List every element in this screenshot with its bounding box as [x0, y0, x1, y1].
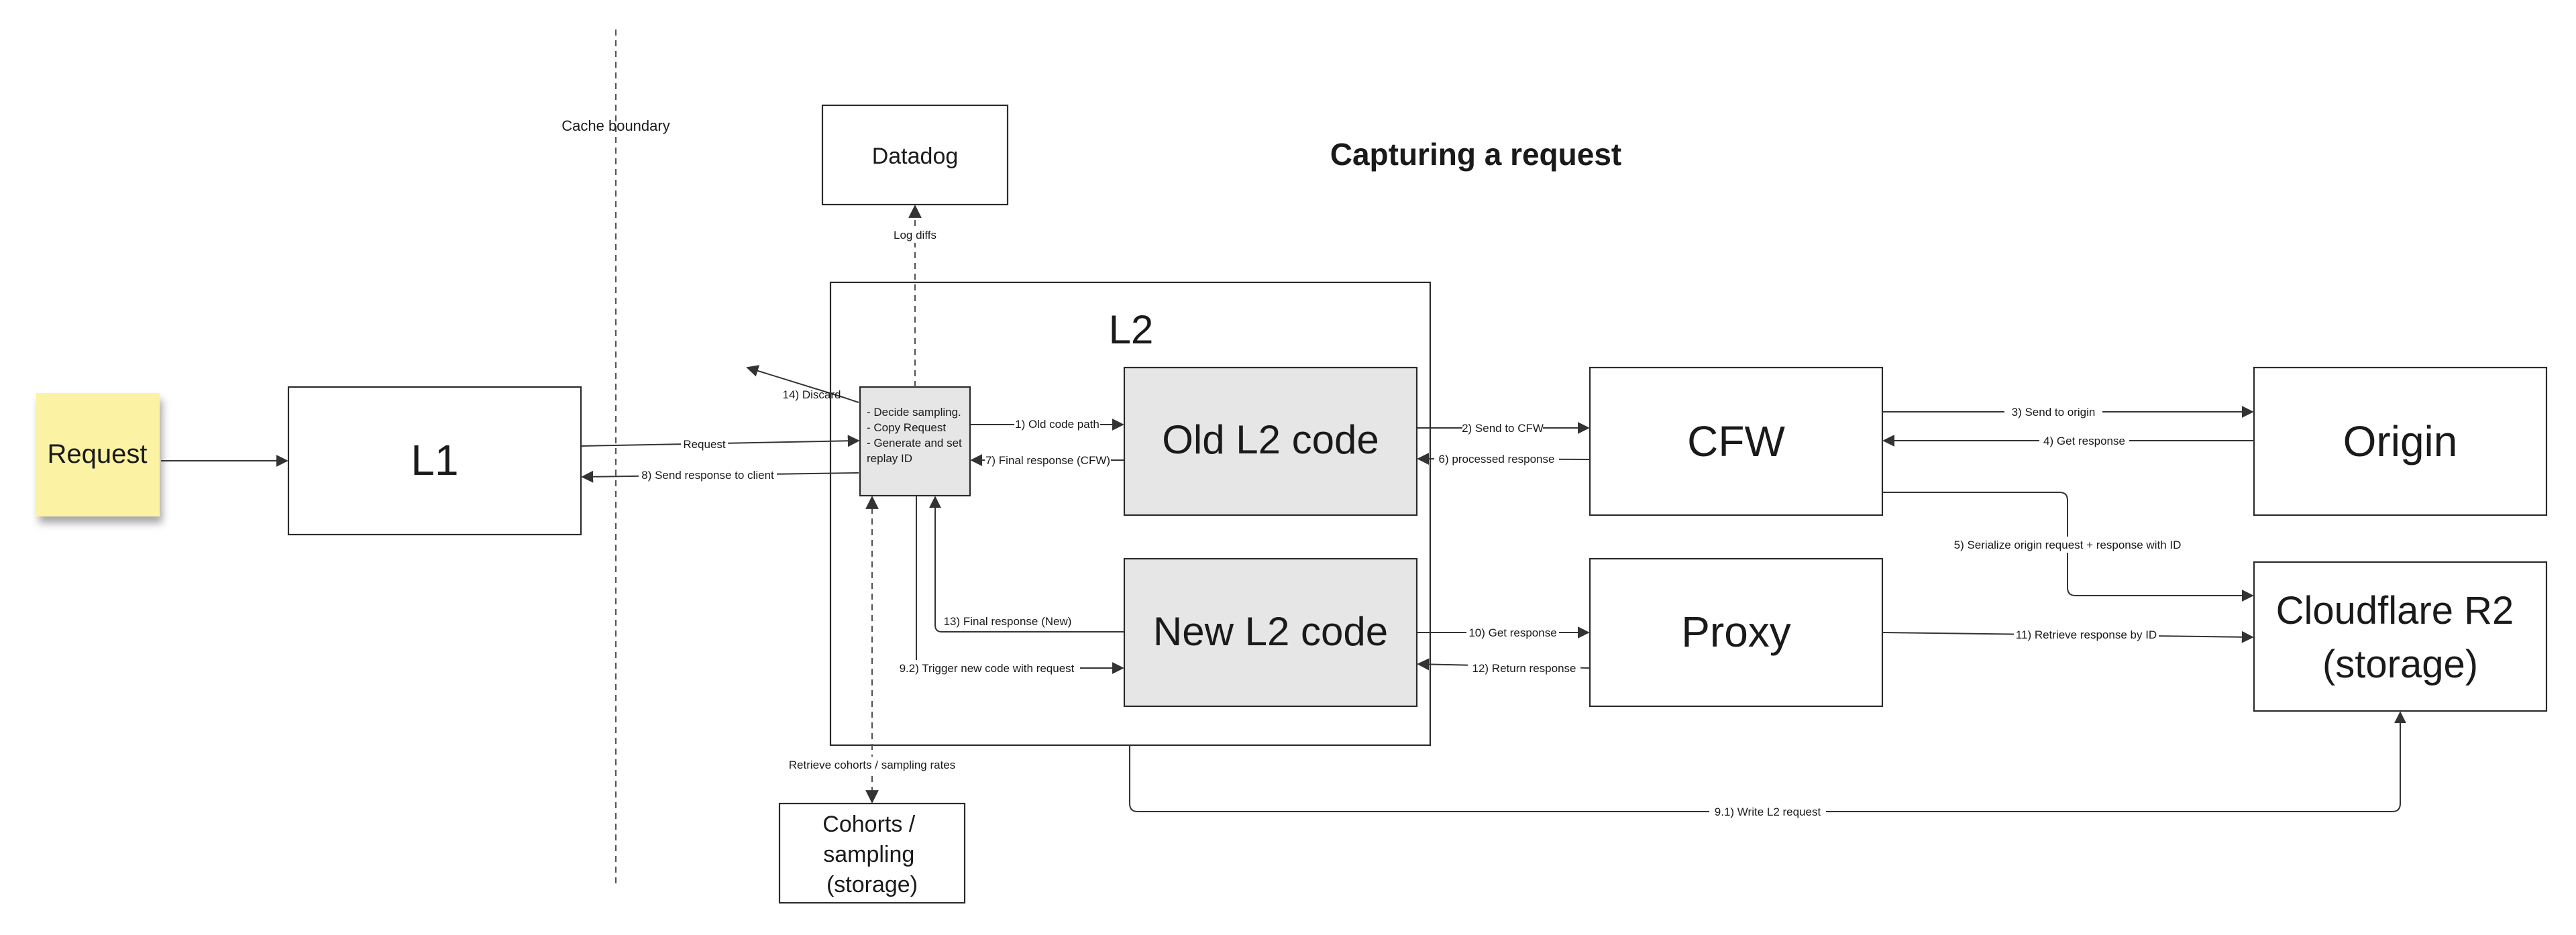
r2-line-1: Cloudflare R2 [2276, 589, 2514, 632]
edge-old-code-path-label: 1) Old code path [1015, 418, 1099, 431]
r2-line-2: (storage) [2322, 643, 2478, 686]
edge-final-cfw-label: 7) Final response (CFW) [985, 454, 1110, 467]
decide-line-3: - Generate and set [867, 437, 962, 449]
new-l2-code-box [1123, 557, 1418, 708]
edge-send-to-cfw-label: 2) Send to CFW [1462, 422, 1544, 435]
edge-request-label: Request [683, 438, 726, 451]
diagram-title: Capturing a request [1330, 137, 1622, 172]
decide-sampling-box [859, 386, 971, 497]
edge-processed-response-label: 6) processed response [1439, 453, 1555, 465]
datadog-box [821, 104, 1009, 206]
old-l2-code-box [1123, 366, 1418, 516]
cache-boundary-label: Cache boundary [561, 117, 669, 134]
edge-discard-label: 14) Discard [783, 388, 841, 401]
cloudflare-r2-label: Cloudflare R2 (storage) [2276, 589, 2525, 686]
edge-log-diffs-label: Log diffs [894, 229, 936, 241]
origin-box [2253, 366, 2548, 516]
edge-get-response-proxy-label: 10) Get response [1468, 626, 1556, 639]
decide-sampling-text: - Decide sampling. - Copy Request - Gene… [867, 406, 965, 465]
edge-final-new [929, 496, 1124, 632]
old-l2-code-label: Old L2 code [1162, 417, 1379, 462]
edge-final-new-label: 13) Final response (New) [944, 615, 1072, 628]
cloudflare-r2-box [2253, 561, 2548, 712]
decide-line-4: replay ID [867, 452, 912, 465]
edge-serialize-label: 5) Serialize origin request + response w… [1954, 539, 2182, 551]
cohorts-storage-label: Cohorts / sampling (storage) [822, 812, 921, 897]
cfw-label: CFW [1687, 417, 1785, 465]
new-l2-code-label: New L2 code [1153, 609, 1388, 654]
proxy-label: Proxy [1681, 608, 1791, 656]
proxy-box [1589, 557, 1884, 708]
edge-discard [746, 365, 859, 403]
datadog-label: Datadog [872, 144, 959, 169]
edge-send-to-origin-label: 3) Send to origin [2012, 406, 2096, 419]
edge-trigger-new-label: 9.2) Trigger new code with request [900, 662, 1075, 675]
cfw-box [1589, 366, 1884, 516]
edge-retrieve-by-id-label: 11) Retrieve response by ID [2016, 628, 2157, 641]
request-sticky-note [36, 393, 160, 516]
edge-write-l2-label: 9.1) Write L2 request [1715, 806, 1821, 818]
cohorts-storage-box [778, 802, 966, 904]
edge-retrieve-cohorts-label: Retrieve cohorts / sampling rates [789, 759, 956, 771]
l1-box [287, 386, 582, 536]
cohorts-line-1: Cohorts / [822, 812, 915, 837]
l1-label: L1 [411, 436, 458, 484]
cohorts-line-2: sampling [823, 842, 914, 867]
decide-line-2: - Copy Request [867, 421, 946, 434]
cohorts-line-3: (storage) [826, 872, 918, 897]
edge-get-response-origin-label: 4) Get response [2043, 435, 2125, 447]
decide-line-1: - Decide sampling. [867, 406, 961, 419]
edge-send-to-client-label: 8) Send response to client [641, 469, 774, 482]
origin-label: Origin [2343, 417, 2458, 465]
edge-return-response-label: 12) Return response [1472, 662, 1576, 675]
sticky-note-text: Request [48, 439, 148, 469]
l2-label: L2 [1109, 307, 1154, 352]
